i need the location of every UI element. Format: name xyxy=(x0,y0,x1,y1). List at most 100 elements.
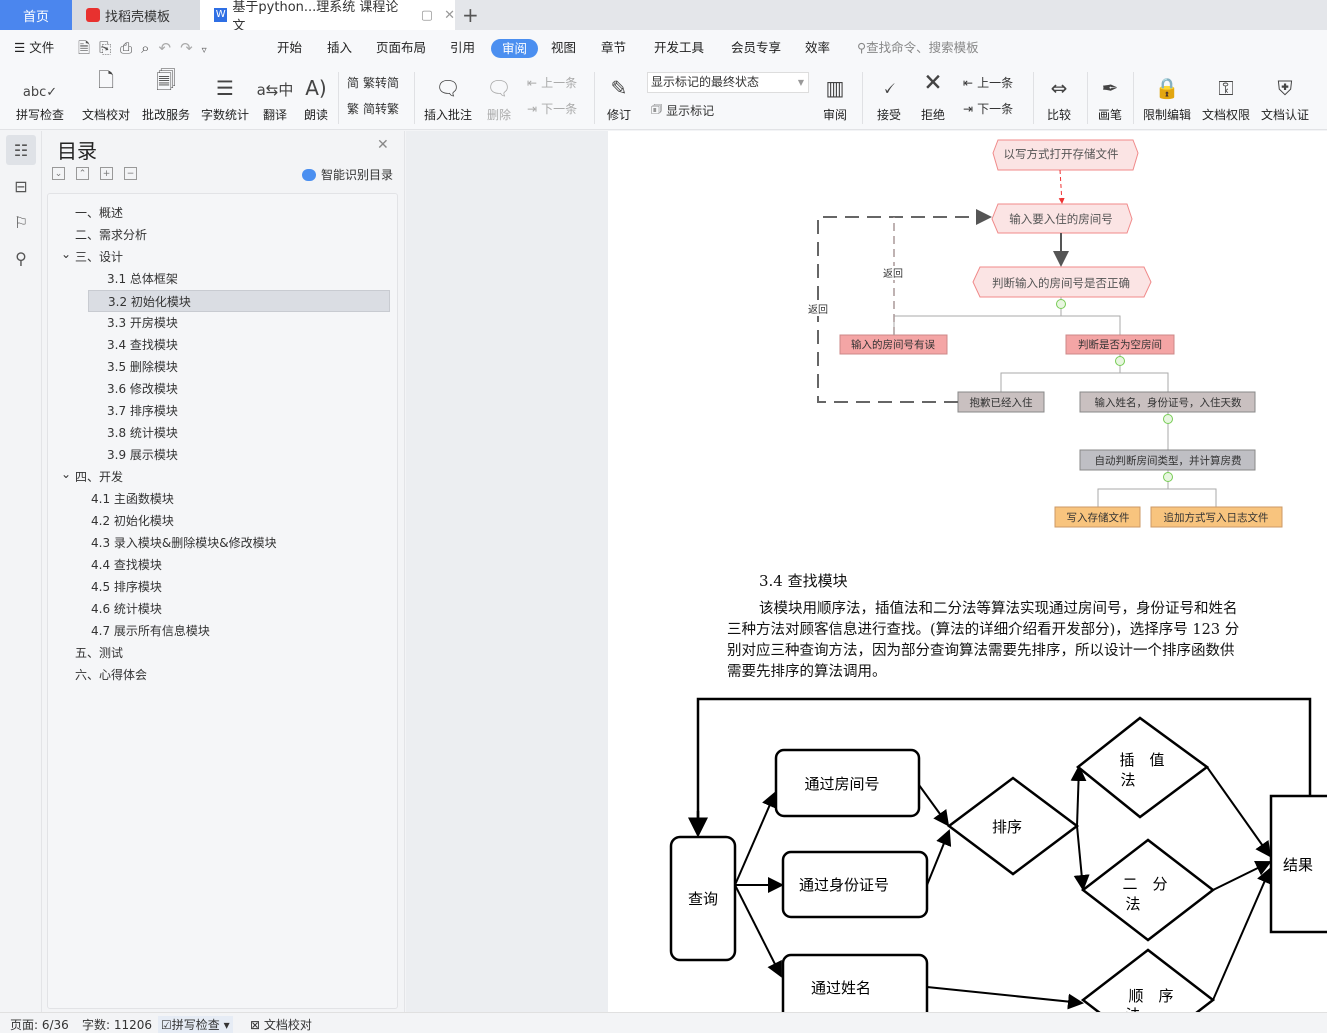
new-tab-button[interactable]: + xyxy=(462,3,479,27)
markup-state-select[interactable]: 显示标记的最终状态▼ xyxy=(647,72,809,93)
prev-change-button[interactable]: ⇤上一条 xyxy=(963,74,1013,91)
doc-certify-button[interactable]: ⛨文档认证 xyxy=(1258,66,1312,123)
toc-item[interactable]: 3.1 总体框架 xyxy=(48,268,397,290)
toc-item[interactable]: 二、需求分析 xyxy=(48,224,397,246)
tab-template[interactable]: 找稻壳模板 xyxy=(72,0,200,30)
document-page: 以写方式打开存储文件 输入要入住的房间号 判断输入的房间号是否正确 输入的房间号… xyxy=(608,131,1327,1012)
chevron-down-icon[interactable]: ⌄ xyxy=(61,247,72,261)
bookmark-icon[interactable]: ⚐ xyxy=(13,212,29,232)
review-pane-button[interactable]: ▥审阅 xyxy=(815,66,855,123)
search-icon[interactable]: ⚲ xyxy=(15,248,27,268)
toc-item[interactable]: 4.3 录入模块&删除模块&修改模块 xyxy=(48,532,397,554)
smart-toc-button[interactable]: 智能识别目录 xyxy=(302,166,393,183)
undo-icon[interactable]: ↶ xyxy=(158,39,181,57)
toc-item[interactable]: 3.2 初始化模块 xyxy=(88,290,390,312)
word-count[interactable]: 字数: 11206 xyxy=(82,1018,153,1032)
menu-view[interactable]: 视图 xyxy=(551,40,577,55)
menu-start[interactable]: 开始 xyxy=(277,40,303,55)
plus-icon[interactable]: + xyxy=(100,167,113,180)
page-indicator[interactable]: 页面: 6/36 xyxy=(10,1018,69,1032)
expand-icon[interactable]: ⌄ xyxy=(52,167,65,180)
return-label: 返回 xyxy=(808,304,828,316)
toc-item[interactable]: ⌄ 三、设计 xyxy=(48,246,397,268)
menu-layout[interactable]: 页面布局 xyxy=(376,40,427,55)
toc-item[interactable]: ⌄ 四、开发 xyxy=(48,466,397,488)
close-icon[interactable]: ✕ xyxy=(444,7,455,23)
spell-check-status[interactable]: ☑拼写检查 ▾ xyxy=(158,1016,233,1033)
label: 审阅 xyxy=(822,108,847,122)
close-icon[interactable]: ✕ xyxy=(377,137,389,153)
collapse-icon[interactable]: ⌃ xyxy=(76,167,89,180)
next-comment-button[interactable]: ⇥下一条 xyxy=(527,100,577,117)
simp-to-trad-button[interactable]: 繁简转繁 xyxy=(347,100,399,117)
doc-permission-button[interactable]: ⚿文档权限 xyxy=(1199,66,1253,123)
pin-icon[interactable]: ▢ xyxy=(420,7,434,23)
toc-item[interactable]: 3.9 展示模块 xyxy=(48,444,397,466)
delete-comment-button[interactable]: 🗨删除 xyxy=(480,66,518,123)
node-by-room: 通过房间号 xyxy=(804,775,879,793)
redo-icon[interactable]: ↷ xyxy=(180,39,202,57)
more-icon[interactable]: ▿ xyxy=(201,45,216,56)
chevron-down-icon[interactable]: ⌄ xyxy=(61,467,72,481)
toc-item[interactable]: 一、概述 xyxy=(48,202,397,224)
toc-item[interactable]: 3.3 开房模块 xyxy=(48,312,397,334)
toc-item-label: 一、概述 xyxy=(75,206,124,220)
toc-item[interactable]: 4.6 统计模块 xyxy=(48,598,397,620)
next-change-button[interactable]: ⇥下一条 xyxy=(963,100,1013,117)
translate-button[interactable]: a⇆中翻译 xyxy=(256,66,294,123)
node-label: 判断输入的房间号是否正确 xyxy=(992,276,1130,290)
menu-insert[interactable]: 插入 xyxy=(327,40,353,55)
toc-item[interactable]: 4.7 展示所有信息模块 xyxy=(48,620,397,642)
toc-item[interactable]: 3.5 删除模块 xyxy=(48,356,397,378)
toc-item[interactable]: 3.4 查找模块 xyxy=(48,334,397,356)
proofread-icon: ⊠ xyxy=(250,1018,264,1032)
toc-item[interactable]: 3.7 排序模块 xyxy=(48,400,397,422)
toc-item-label: 4.4 查找模块 xyxy=(91,558,162,572)
tab-home[interactable]: 首页 xyxy=(0,0,72,30)
label: 比较 xyxy=(1046,108,1071,122)
ribbon-toolbar: abc✓拼写检查 🗋文档校对 🗐批改服务 ☰字数统计 a⇆中翻译 A)朗读 简繁… xyxy=(0,66,1327,130)
preview-icon[interactable]: ⌕ xyxy=(141,39,159,57)
menu-review[interactable]: 审阅 xyxy=(491,39,539,58)
prev-comment-button[interactable]: ⇤上一条 xyxy=(527,74,577,91)
spell-check-button[interactable]: abc✓拼写检查 xyxy=(10,66,70,123)
proofread-status[interactable]: ⊠ 文档校对 xyxy=(250,1016,312,1033)
proofread-icon: 🗋 xyxy=(97,68,115,92)
reject-button[interactable]: 🗙拒绝 xyxy=(914,66,952,123)
command-search[interactable]: ⚲查找命令、搜索模板 xyxy=(857,30,979,66)
toc-icon[interactable]: ☷ xyxy=(6,135,36,165)
toc-item[interactable]: 4.1 主函数模块 xyxy=(48,488,397,510)
save-icon[interactable]: 🗎 xyxy=(78,39,100,57)
proofread-button[interactable]: 🗋文档校对 xyxy=(78,66,134,123)
export-icon[interactable]: ⎘ xyxy=(99,39,121,57)
pen-button[interactable]: ✒画笔 xyxy=(1094,66,1126,123)
menu-devtools[interactable]: 开发工具 xyxy=(654,40,705,55)
track-changes-button[interactable]: ✎修订 xyxy=(600,66,638,123)
compare-button[interactable]: ⇔比较 xyxy=(1040,66,1078,123)
toc-item[interactable]: 六、心得体会 xyxy=(48,664,397,686)
toc-item[interactable]: 4.2 初始化模块 xyxy=(48,510,397,532)
insert-comment-button[interactable]: 🗨插入批注 xyxy=(420,66,476,123)
print-icon[interactable]: ⎙ xyxy=(120,39,142,57)
minus-icon[interactable]: − xyxy=(124,167,137,180)
toc-item-label: 4.3 录入模块&删除模块&修改模块 xyxy=(91,536,277,550)
restrict-edit-button[interactable]: 🔒限制编辑 xyxy=(1140,66,1194,123)
menu-member[interactable]: 会员专享 xyxy=(731,40,782,55)
read-aloud-button[interactable]: A)朗读 xyxy=(300,66,332,123)
file-menu[interactable]: ☰ 文件 xyxy=(14,30,54,66)
toc-item[interactable]: 3.8 统计模块 xyxy=(48,422,397,444)
correction-button[interactable]: 🗐批改服务 xyxy=(138,66,194,123)
menu-efficiency[interactable]: 效率 xyxy=(805,40,831,55)
toc-item[interactable]: 4.4 查找模块 xyxy=(48,554,397,576)
menu-section[interactable]: 章节 xyxy=(601,40,627,55)
menu-reference[interactable]: 引用 xyxy=(450,40,476,55)
toc-item[interactable]: 4.5 排序模块 xyxy=(48,576,397,598)
trad-to-simp-button[interactable]: 简繁转简 xyxy=(347,74,399,91)
show-markup-button[interactable]: 🗊显示标记 xyxy=(651,100,714,121)
toc-item[interactable]: 3.6 修改模块 xyxy=(48,378,397,400)
toc-item[interactable]: 五、测试 xyxy=(48,642,397,664)
word-count-button[interactable]: ☰字数统计 xyxy=(197,66,253,123)
accept-button[interactable]: 🗸接受 xyxy=(870,66,908,123)
chapter-icon[interactable]: ⊟ xyxy=(14,176,28,196)
